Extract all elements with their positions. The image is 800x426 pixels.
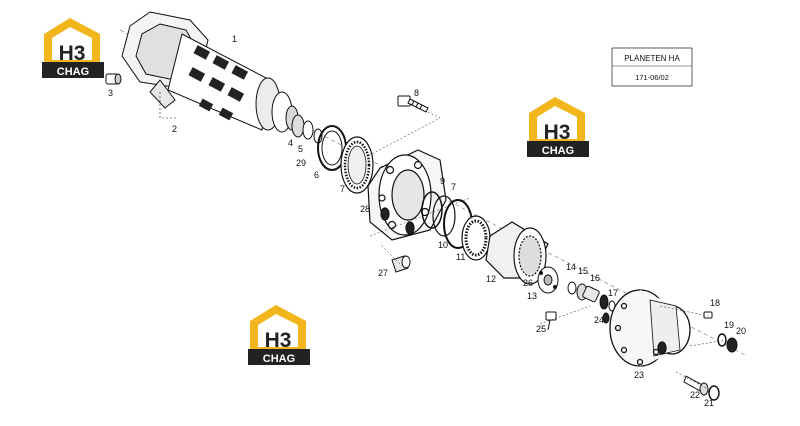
leader-2 xyxy=(159,92,176,119)
bolt-24 xyxy=(602,312,610,324)
callout-24: 24 xyxy=(594,315,604,325)
leader-lines xyxy=(369,197,727,389)
callout-21: 21 xyxy=(704,398,714,408)
bolt-8 xyxy=(397,95,429,113)
screw-18 xyxy=(703,311,713,319)
callout-26: 26 xyxy=(523,278,533,288)
callout-17: 17 xyxy=(608,288,618,298)
leader-8 xyxy=(367,111,441,157)
thrust-washer-26 xyxy=(537,266,559,294)
callout-14: 14 xyxy=(566,262,576,272)
sun-gear-11 xyxy=(461,215,491,261)
washer-21 xyxy=(708,385,720,401)
callout-10: 10 xyxy=(438,240,448,250)
title-box: PLANETEN HA 171-06/02 xyxy=(611,47,693,87)
callout-12: 12 xyxy=(486,274,496,284)
callout-22: 22 xyxy=(690,390,700,400)
callout-7b: 7 xyxy=(451,182,456,192)
logo-mark-text: H3 xyxy=(265,329,292,352)
callout-5: 5 xyxy=(298,144,303,154)
callout-28: 28 xyxy=(360,204,370,214)
callout-4: 4 xyxy=(288,138,293,148)
logo-bottom-center: H3 CHAG xyxy=(248,305,310,365)
callout-11: 11 xyxy=(456,252,465,262)
callout-19: 19 xyxy=(724,320,734,330)
logo-mark-text: H3 xyxy=(544,121,571,144)
callout-labels: 1 2 3 4 5 6 7 7 8 9 10 11 12 13 14 15 16… xyxy=(108,34,746,408)
title-box-line2: 171-06/02 xyxy=(635,73,669,82)
callout-13: 13 xyxy=(527,291,537,301)
logo-mark-text: H3 xyxy=(59,42,86,65)
callout-18: 18 xyxy=(710,298,720,308)
title-box-line1: PLANETEN HA xyxy=(624,54,680,63)
washers-19-20 xyxy=(717,333,738,353)
callout-25: 25 xyxy=(536,324,546,334)
callout-15: 15 xyxy=(578,266,588,276)
logo-center-right: H3 CHAG xyxy=(527,97,589,157)
callout-29: 29 xyxy=(296,158,306,168)
callout-27: 27 xyxy=(378,268,388,278)
axle-housing xyxy=(121,11,299,133)
shaft-seals xyxy=(291,114,323,144)
logo-top-left: H3 CHAG xyxy=(42,18,104,78)
callout-8: 8 xyxy=(414,88,419,98)
ring-gear xyxy=(340,136,374,194)
callout-2: 2 xyxy=(172,124,177,134)
callout-9: 9 xyxy=(440,176,445,186)
callout-7a: 7 xyxy=(340,184,345,194)
logo-word-text: CHAG xyxy=(263,353,295,365)
callout-23: 23 xyxy=(634,370,644,380)
bolt-25 xyxy=(545,311,557,331)
logo-word-text: CHAG xyxy=(542,145,574,157)
ring-drum-12 xyxy=(485,221,549,285)
drain-plug xyxy=(105,73,122,85)
bushing-27 xyxy=(391,255,411,273)
callout-3: 3 xyxy=(108,88,113,98)
wheel-hub-flange xyxy=(609,289,691,367)
callout-20: 20 xyxy=(736,326,746,336)
callout-1: 1 xyxy=(232,34,237,44)
callout-6: 6 xyxy=(314,170,319,180)
callout-16: 16 xyxy=(590,273,600,283)
planet-carrier xyxy=(367,149,447,241)
logo-word-text: CHAG xyxy=(57,66,89,78)
